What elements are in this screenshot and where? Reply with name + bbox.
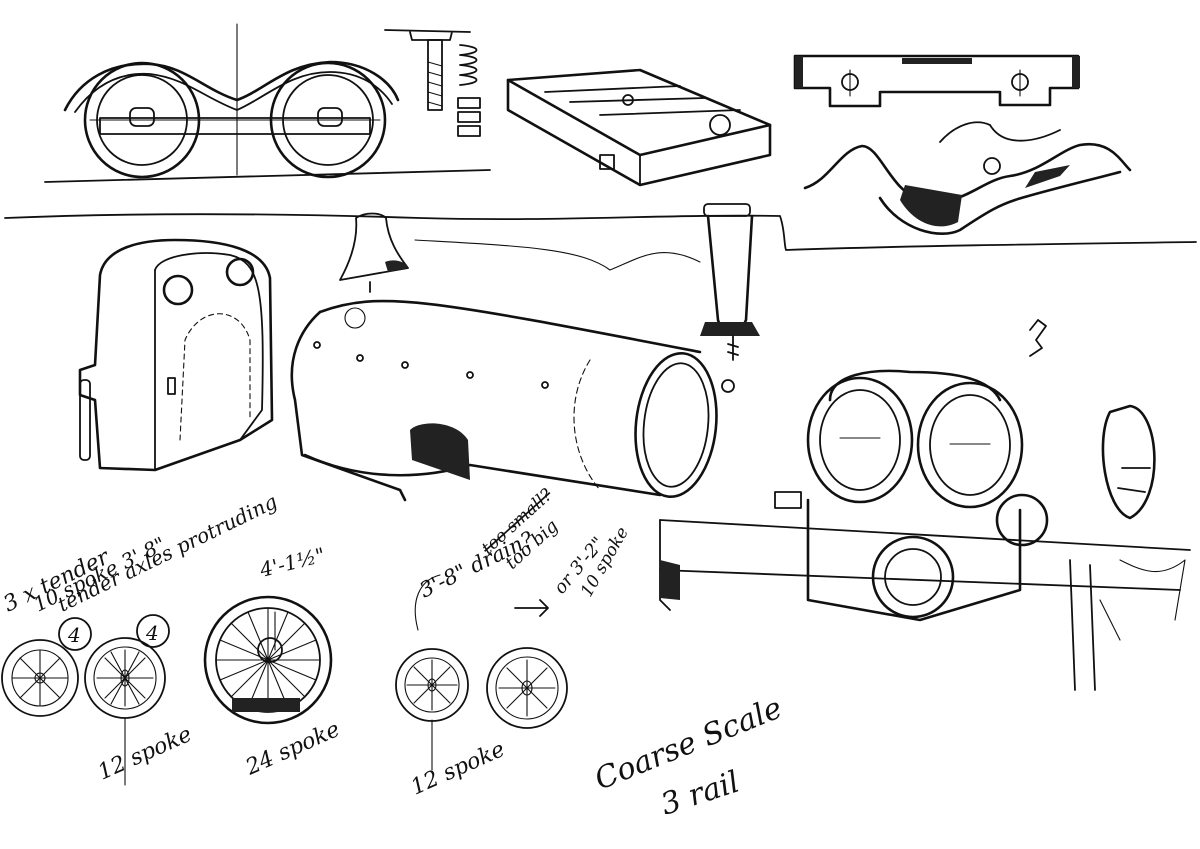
driver-size-note: 4'-1½" bbox=[256, 543, 327, 583]
tender-wheel-a-drawing bbox=[1, 639, 79, 717]
loco-assembly-drawing bbox=[659, 319, 1191, 691]
spring-detail-drawing bbox=[384, 29, 481, 137]
driving-wheel-b-drawing bbox=[486, 647, 568, 729]
divider-lines bbox=[4, 213, 1197, 271]
chimney-drawing bbox=[339, 203, 760, 393]
label-24-spoke: 24 spoke bbox=[241, 717, 343, 781]
tender-badge-2: 4 bbox=[145, 621, 159, 645]
frame-box-drawing bbox=[506, 68, 772, 187]
label-12-spoke-b: 12 spoke bbox=[407, 737, 508, 800]
label-12-spoke-a: 12 spoke bbox=[94, 722, 195, 785]
tender-badge-1: 4 bbox=[67, 623, 81, 647]
tender-wheel-b-drawing bbox=[84, 637, 166, 786]
driving-wheel-a-drawing bbox=[395, 648, 469, 771]
boiler-drawing bbox=[290, 299, 718, 502]
handwritten-notes: 3 x tender 10 spoke 3' 8" tender axles p… bbox=[0, 485, 787, 823]
driver-wheel-drawing bbox=[203, 595, 333, 725]
frame-plate-drawing bbox=[793, 54, 1132, 235]
cab-drawing bbox=[78, 238, 274, 472]
wheel-sketches bbox=[1, 574, 568, 786]
signature-line2: 3 rail bbox=[657, 765, 744, 823]
bogie-truck-drawing bbox=[44, 23, 491, 183]
